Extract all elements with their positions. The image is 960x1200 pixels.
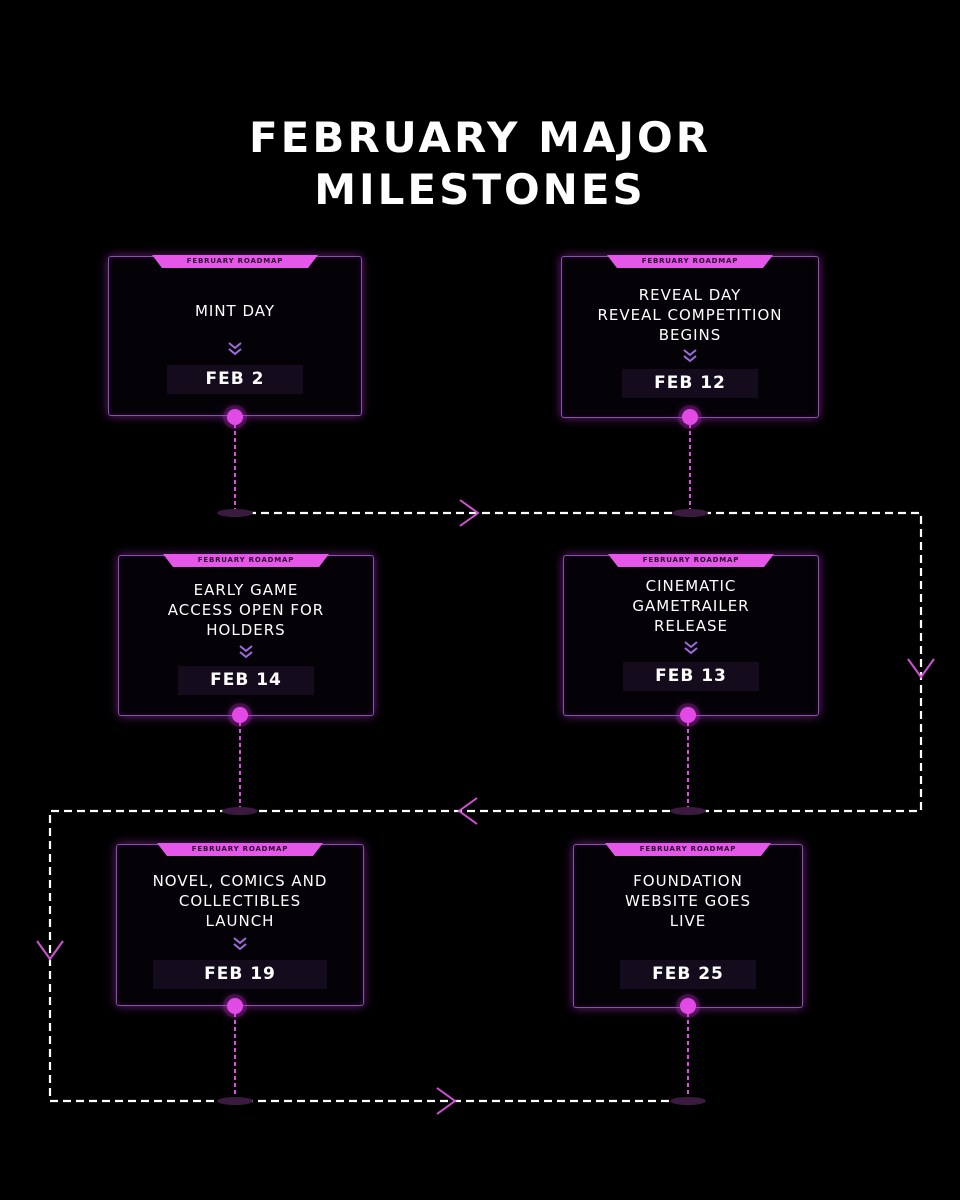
card-tag: February Roadmap [607,255,773,268]
card-tag: February Roadmap [157,843,323,856]
connector-stems [234,424,691,1099]
connector-bases [217,509,708,1105]
milestone-date: FEB 25 [620,960,756,989]
milestone-card: February Roadmap EARLY GAME ACCESS OPEN … [118,554,374,716]
milestone-card: February Roadmap REVEAL DAY REVEAL COMPE… [561,255,819,418]
chevron-down-icon [683,349,697,363]
chevron-down-icon [239,645,253,659]
arrow-left-icon [457,797,478,825]
card-tag: February Roadmap [163,554,329,567]
card-tag: February Roadmap [608,554,774,567]
milestone-date: FEB 12 [622,369,758,398]
milestone-date: FEB 19 [153,960,327,989]
milestone-date: FEB 14 [178,666,314,695]
page-title-line: February Major [248,113,712,162]
milestone-title: MINT DAY [194,302,276,320]
arrow-right-icon [459,499,480,527]
milestone-date: FEB 2 [167,365,303,394]
chevron-down-icon [684,641,698,655]
milestone-date: FEB 13 [623,662,759,691]
flow-path [48,511,923,1103]
milestone-title: FOUNDATION WEBSITE GOES LIVE [624,872,752,930]
timeline-node [682,409,698,425]
arrow-right-icon [436,1087,457,1115]
timeline-node [227,998,243,1014]
milestone-card: February Roadmap NOVEL, COMICS AND COLLE… [116,843,364,1006]
milestone-title: CINEMATIC GAMETRAILER RELEASE [632,577,750,635]
arrow-down-icon [36,940,64,961]
chevron-down-icon [228,342,242,356]
page-title: February Major Milestones [0,112,960,216]
chevron-down-icon [233,937,247,951]
card-tag: February Roadmap [605,843,771,856]
arrow-down-icon [907,658,935,679]
milestone-card: February Roadmap MINT DAY FEB 2 [108,255,362,416]
milestone-title: NOVEL, COMICS AND COLLECTIBLES LAUNCH [152,872,328,930]
timeline-node [680,707,696,723]
page-title-line: Milestones [314,165,646,214]
milestone-title: REVEAL DAY REVEAL COMPETITION BEGINS [597,286,783,344]
timeline-node [227,409,243,425]
milestone-card: February Roadmap CINEMATIC GAMETRAILER R… [563,554,819,716]
timeline-node [232,707,248,723]
milestone-card: February Roadmap FOUNDATION WEBSITE GOES… [573,843,803,1008]
timeline-node [680,998,696,1014]
flow-arrows [36,499,935,1115]
card-tag: February Roadmap [152,255,318,268]
milestone-title: EARLY GAME ACCESS OPEN FOR HOLDERS [167,581,325,639]
